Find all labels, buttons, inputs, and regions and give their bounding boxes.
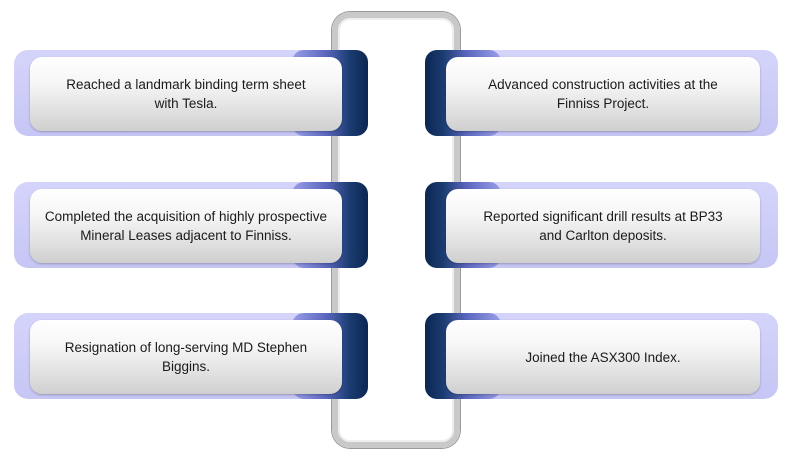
left-card-3-text: Resignation of long-serving MD Stephen B… xyxy=(64,340,308,374)
left-card-2: Completed the acquisition of highly pros… xyxy=(30,189,342,263)
right-card-3-text: Joined the ASX300 Index. xyxy=(525,349,681,365)
right-card-3: Joined the ASX300 Index. xyxy=(446,320,760,394)
right-card-1: Advanced construction activities at the … xyxy=(446,57,760,131)
left-card-1-text: Reached a landmark binding term sheet wi… xyxy=(66,77,306,111)
left-card-2-text: Completed the acquisition of highly pros… xyxy=(44,209,328,243)
right-card-1-text: Advanced construction activities at the … xyxy=(488,77,718,111)
left-card-1: Reached a landmark binding term sheet wi… xyxy=(30,57,342,131)
right-card-2: Reported significant drill results at BP… xyxy=(446,189,760,263)
left-card-3: Resignation of long-serving MD Stephen B… xyxy=(30,320,342,394)
right-card-2-text: Reported significant drill results at BP… xyxy=(483,209,723,243)
